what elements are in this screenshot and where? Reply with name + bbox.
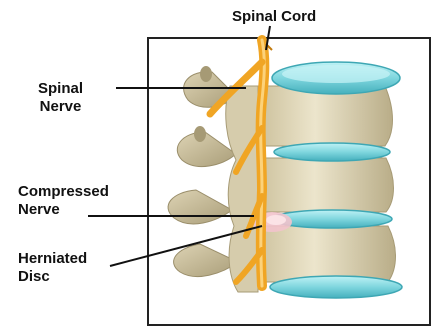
herniated-disc-label: Herniated Disc	[18, 250, 87, 286]
disc-upper	[274, 143, 390, 161]
spinal-nerve-label: Spinal Nerve	[38, 80, 83, 116]
disc-bottom	[270, 276, 402, 298]
vertebral-bodies	[248, 86, 396, 282]
spinal-cord-label: Spinal Cord	[232, 8, 316, 26]
compressed-nerve-label: Compressed Nerve	[18, 183, 109, 219]
